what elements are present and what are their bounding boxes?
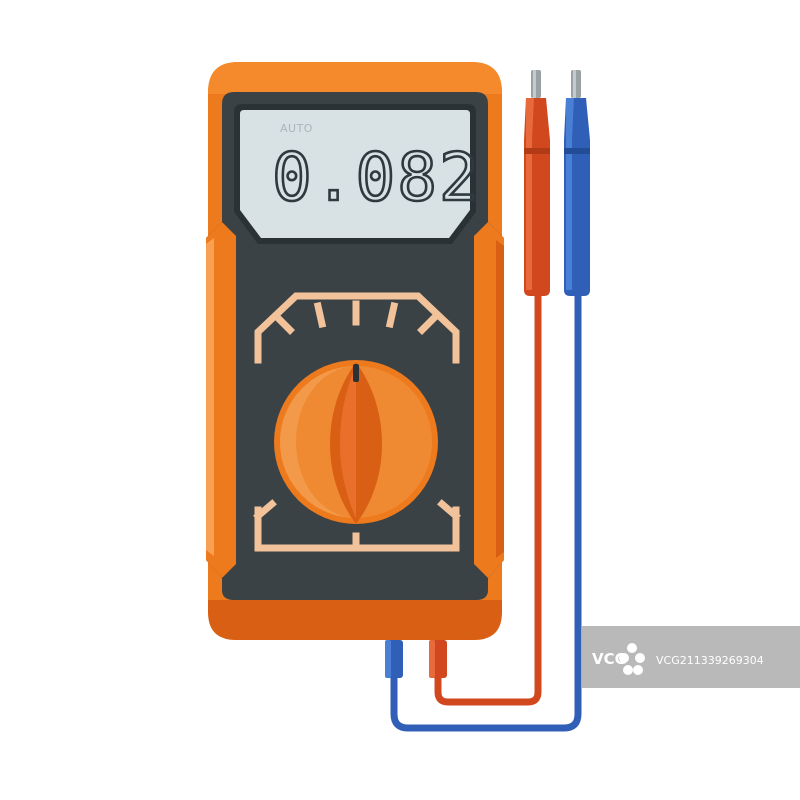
blue-wire: [390, 296, 582, 732]
red-wire: [434, 296, 542, 706]
lcd-reading: 0.082: [272, 139, 481, 216]
lcd-display: AUTO 0.082: [234, 104, 481, 244]
watermark-logo-text: VCG: [592, 650, 627, 668]
dial-scale: [253, 292, 461, 552]
red-probe: [524, 70, 550, 296]
blue-probe: [564, 70, 590, 296]
watermark-id: VCG211339269304: [656, 654, 764, 667]
knob-pointer: [353, 364, 359, 382]
watermark-logo-icon: [619, 643, 645, 675]
watermark: VCG VCG211339269304: [582, 626, 800, 688]
rotary-knob[interactable]: [274, 360, 438, 524]
auto-mode-label: AUTO: [280, 122, 313, 135]
test-leads: [385, 296, 582, 732]
